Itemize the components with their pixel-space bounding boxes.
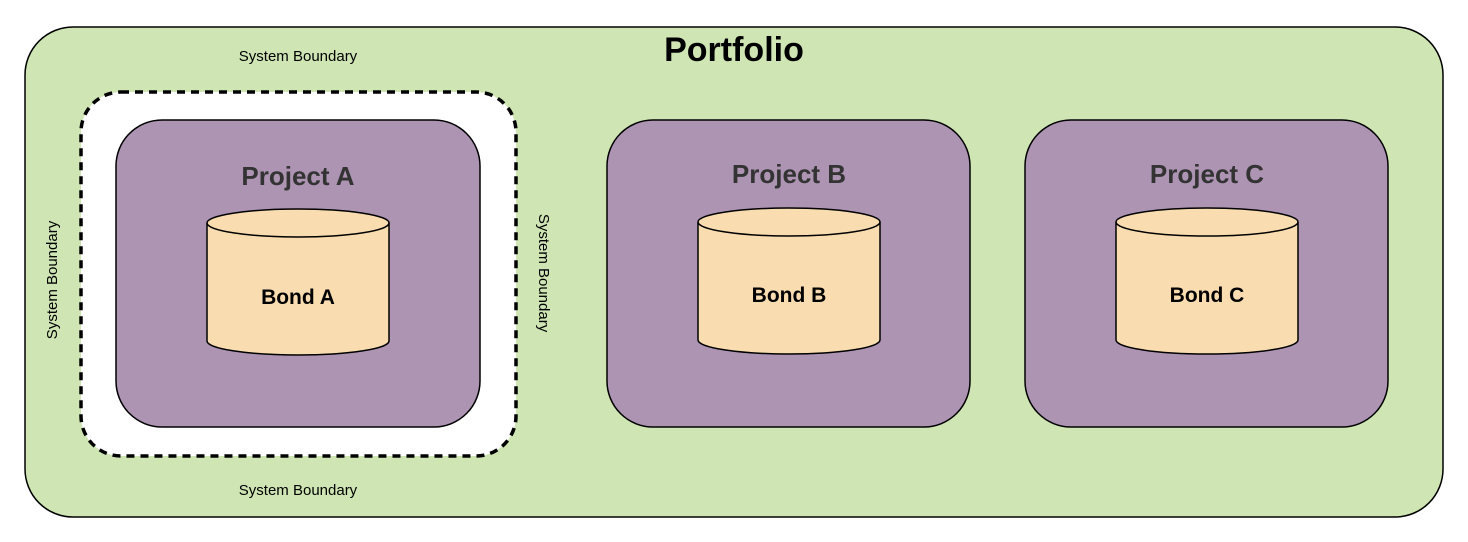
project-b: Project B Bond B xyxy=(606,119,971,428)
system-boundary-label-right: System Boundary xyxy=(535,214,552,333)
bond-b-cylinder xyxy=(697,207,881,355)
project-b-label: Project B xyxy=(732,159,846,189)
bond-c-cylinder xyxy=(1115,207,1299,355)
bond-c-label: Bond C xyxy=(1170,284,1245,307)
system-boundary-label-left: System Boundary xyxy=(44,220,61,339)
portfolio-title: Portfolio xyxy=(664,31,804,69)
project-a: Project A Bond A xyxy=(115,119,481,428)
project-a-label: Project A xyxy=(241,161,354,191)
project-c: Project C Bond C xyxy=(1024,119,1389,428)
system-boundary-label-top: System Boundary xyxy=(239,48,358,65)
bond-b-label: Bond B xyxy=(752,284,827,307)
bond-a-label: Bond A xyxy=(261,286,335,309)
project-c-label: Project C xyxy=(1150,159,1264,189)
system-boundary-label-bottom: System Boundary xyxy=(239,482,358,499)
bond-a-cylinder xyxy=(206,208,390,356)
